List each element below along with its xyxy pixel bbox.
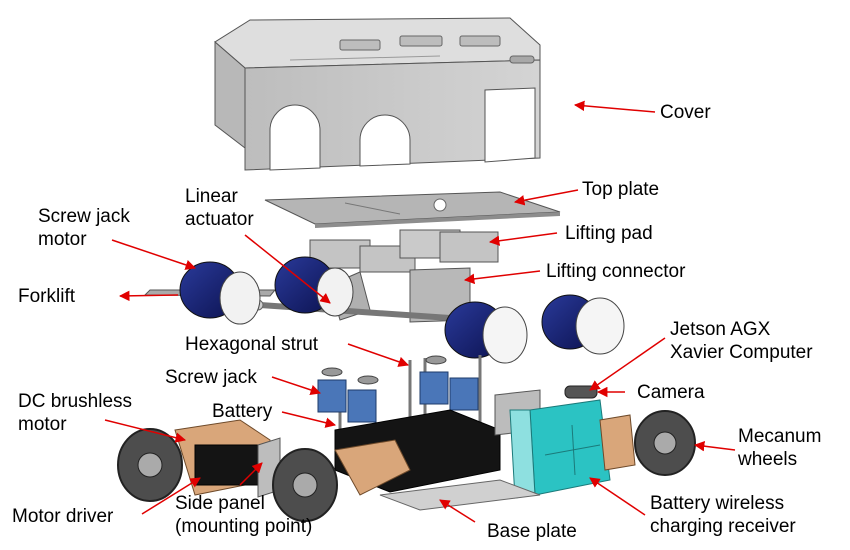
label-lifting-connector-text: Lifting connector <box>546 261 686 282</box>
label-receiver-line1: Battery wireless <box>650 493 785 514</box>
screw-jacks-and-struts <box>317 355 482 450</box>
arrow-mecanum <box>693 440 736 452</box>
arrow-lifting-connector <box>463 270 541 285</box>
label-base-plate: Base plate <box>487 520 577 543</box>
arrow-battery <box>281 411 337 428</box>
label-lifting-pad-text: Lifting pad <box>565 223 653 244</box>
label-side-panel-line1: Side panel <box>175 493 265 514</box>
label-screw-jack-text: Screw jack <box>165 367 257 388</box>
base-plate-part <box>379 479 541 511</box>
label-base-plate-text: Base plate <box>487 521 577 542</box>
label-jetson-line1: Jetson AGX <box>670 319 771 340</box>
label-mecanum-line2: wheels <box>738 449 798 470</box>
label-hexagonal-strut-text: Hexagonal strut <box>185 334 319 355</box>
label-hexagonal-strut: Hexagonal strut <box>185 333 318 356</box>
label-top-plate-text: Top plate <box>582 179 660 200</box>
arrow-cover <box>573 100 656 113</box>
label-linear-actuator-line1: Linear <box>185 186 238 207</box>
arrow-side-panel <box>239 462 263 486</box>
label-receiver: Battery wireless charging receiver <box>650 492 796 538</box>
cover-part <box>214 17 541 171</box>
label-top-plate: Top plate <box>582 178 659 201</box>
lifting-pad-part <box>309 229 499 273</box>
label-jetson-line2: Xavier Computer <box>670 342 813 363</box>
label-cover: Cover <box>660 101 711 124</box>
arrow-receiver <box>589 477 646 516</box>
label-linear-actuator-line2: actuator <box>185 209 254 230</box>
label-lifting-pad: Lifting pad <box>565 222 653 245</box>
arrow-forklift <box>118 290 179 302</box>
label-screw-jack-motor-line1: Screw jack <box>38 206 130 227</box>
charging-receiver-part <box>509 399 611 499</box>
leader-arrows <box>104 100 736 523</box>
label-linear-actuator: Linear actuator <box>185 185 254 231</box>
label-motor-driver-text: Motor driver <box>12 506 114 527</box>
label-cover-text: Cover <box>660 102 711 123</box>
arrow-dc-motor <box>104 419 187 443</box>
label-screw-jack-motor-line2: motor <box>38 229 87 250</box>
dc-motors <box>174 414 636 496</box>
label-camera: Camera <box>637 381 705 404</box>
label-dc-motor: DC brushless motor <box>18 390 132 436</box>
label-mecanum: Mecanum wheels <box>738 425 821 471</box>
label-battery: Battery <box>212 400 272 423</box>
label-screw-jack: Screw jack <box>165 366 257 389</box>
label-receiver-line2: charging receiver <box>650 516 796 537</box>
arrow-screw-jack-motor <box>111 239 196 270</box>
arrow-screw-jack <box>271 376 321 395</box>
label-side-panel: Side panel (mounting point) <box>175 492 312 538</box>
arrow-hexagonal-strut <box>347 343 409 367</box>
label-dc-motor-line1: DC brushless <box>18 391 133 412</box>
arrow-top-plate <box>513 189 579 206</box>
top-plate-part <box>264 191 561 228</box>
arrow-lifting-pad <box>488 232 558 246</box>
arrow-jetson <box>589 337 666 391</box>
label-side-panel-line2: (mounting point) <box>175 516 313 537</box>
label-camera-text: Camera <box>637 382 705 403</box>
arrow-motor-driver <box>141 477 201 515</box>
label-lifting-connector: Lifting connector <box>546 260 685 283</box>
label-forklift: Forklift <box>18 285 75 308</box>
mecanum-wheels <box>117 410 696 522</box>
arrow-base-plate <box>439 499 476 523</box>
label-forklift-text: Forklift <box>18 286 75 307</box>
label-jetson: Jetson AGX Xavier Computer <box>670 318 813 364</box>
label-battery-text: Battery <box>212 401 273 422</box>
label-screw-jack-motor: Screw jack motor <box>38 205 130 251</box>
label-motor-driver: Motor driver <box>12 505 113 528</box>
label-mecanum-line1: Mecanum <box>738 426 822 447</box>
arrow-linear-actuator <box>244 234 331 304</box>
label-dc-motor-line2: motor <box>18 414 67 435</box>
